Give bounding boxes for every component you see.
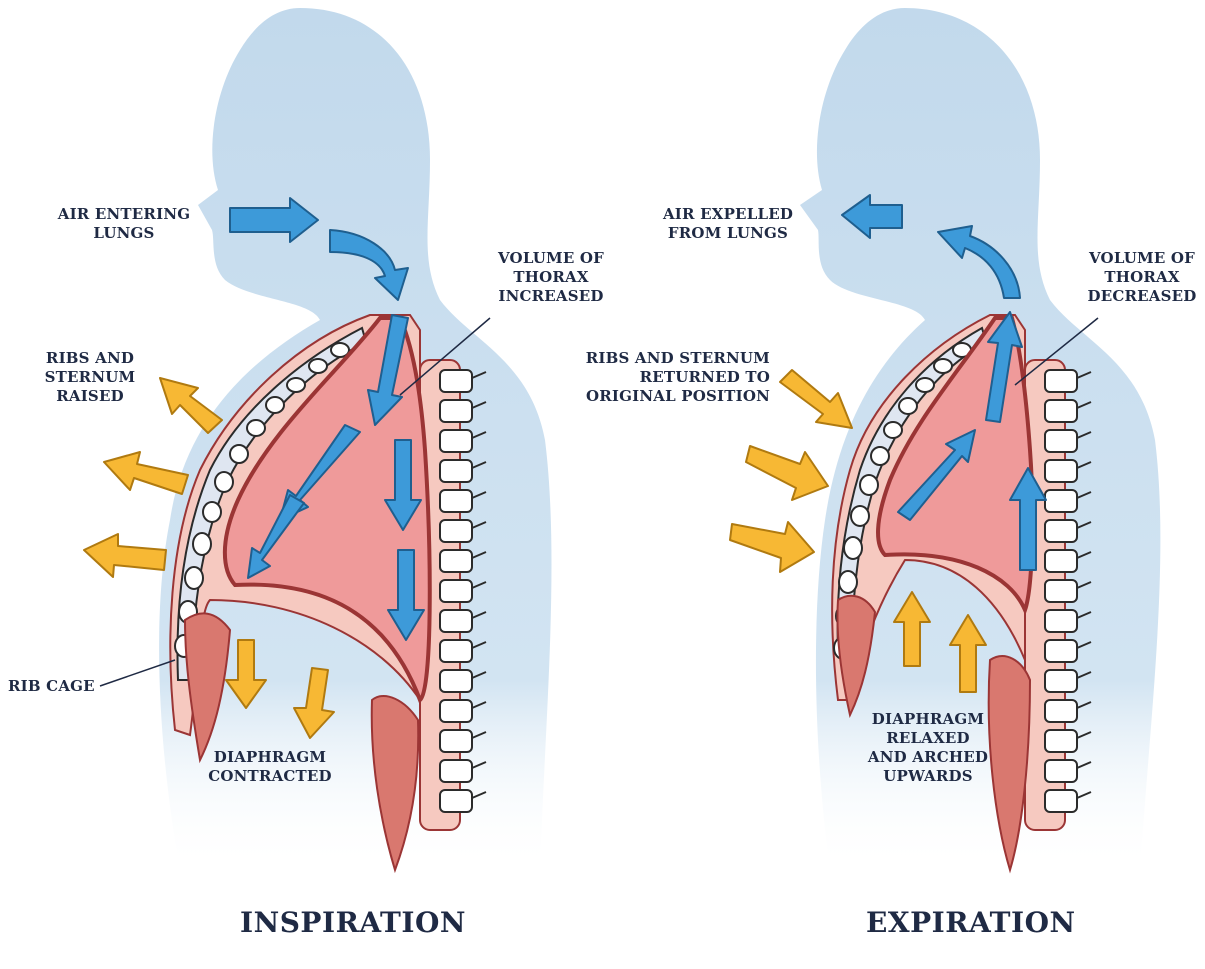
diaphragm-relaxed-line-2: RELAXED: [858, 729, 998, 748]
inspiration-title: INSPIRATION: [240, 906, 466, 939]
volume-increased-line-1: VOLUME OF: [487, 249, 615, 268]
volume-decreased-label: VOLUME OF THORAX DECREASED: [1080, 249, 1204, 306]
air-expelled-line-1: AIR EXPELLED: [648, 205, 808, 224]
volume-decreased-line-1: VOLUME OF: [1080, 249, 1204, 268]
inspiration-panel: [84, 8, 551, 870]
expiration-title: EXPIRATION: [866, 906, 1076, 939]
volume-decreased-line-3: DECREASED: [1080, 287, 1204, 306]
ribs-returned-line-1: RIBS AND STERNUM: [575, 349, 770, 368]
air-entering-line-1: AIR ENTERING: [40, 205, 208, 224]
ribs-raised-label: RIBS AND STERNUM RAISED: [30, 349, 150, 406]
air-expelled-label: AIR EXPELLED FROM LUNGS: [648, 205, 808, 243]
volume-increased-line-3: INCREASED: [487, 287, 615, 306]
air-expelled-line-2: FROM LUNGS: [648, 224, 808, 243]
air-entering-line-2: LUNGS: [40, 224, 208, 243]
ribs-raised-line-2: STERNUM: [30, 368, 150, 387]
diaphragm-relaxed-line-4: UPWARDS: [858, 767, 998, 786]
diaphragm-contracted-label: DIAPHRAGM CONTRACTED: [195, 748, 345, 786]
diaphragm-contracted-line-2: CONTRACTED: [195, 767, 345, 786]
rib-cage-label: RIB CAGE: [8, 677, 95, 696]
ribs-raised-line-1: RIBS AND: [30, 349, 150, 368]
ribs-raised-line-3: RAISED: [30, 387, 150, 406]
volume-increased-label: VOLUME OF THORAX INCREASED: [487, 249, 615, 306]
diaphragm-contracted-line-1: DIAPHRAGM: [195, 748, 345, 767]
ribs-returned-line-3: ORIGINAL POSITION: [575, 387, 770, 406]
ribs-returned-line-2: RETURNED TO: [575, 368, 770, 387]
ribs-returned-label: RIBS AND STERNUM RETURNED TO ORIGINAL PO…: [575, 349, 770, 406]
diaphragm-relaxed-line-3: AND ARCHED: [858, 748, 998, 767]
air-entering-label: AIR ENTERING LUNGS: [40, 205, 208, 243]
diaphragm-relaxed-label: DIAPHRAGM RELAXED AND ARCHED UPWARDS: [858, 710, 998, 786]
volume-increased-line-2: THORAX: [487, 268, 615, 287]
diaphragm-relaxed-line-1: DIAPHRAGM: [858, 710, 998, 729]
volume-decreased-line-2: THORAX: [1080, 268, 1204, 287]
